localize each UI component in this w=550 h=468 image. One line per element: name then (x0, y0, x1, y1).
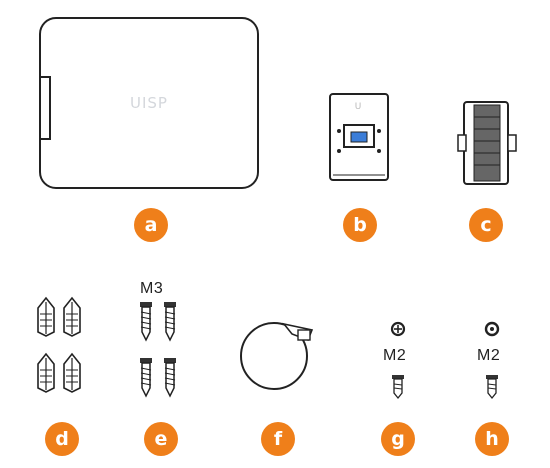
m2-screw-side-icon (392, 375, 404, 400)
badge-d: d (45, 422, 79, 456)
badge-e: e (144, 422, 178, 456)
size-label-m3: M3 (140, 280, 164, 297)
torx-screw-icon (484, 321, 500, 337)
console-device-icon (39, 17, 259, 189)
badge-h: h (475, 422, 509, 456)
badge-c: c (469, 208, 503, 242)
phillips-screw-icon (390, 321, 406, 337)
size-label-m2-g: M2 (383, 347, 407, 364)
screws-icon (139, 301, 177, 397)
badge-a: a (134, 208, 168, 242)
svg-text:U: U (355, 102, 362, 112)
wall-anchors-icon (37, 296, 81, 393)
hose-clamp-icon (240, 322, 314, 390)
m2-screw-side-icon (486, 375, 498, 400)
mounting-bracket-icon: U (329, 93, 389, 181)
badge-b: b (343, 208, 377, 242)
pole-mount-icon (457, 101, 517, 185)
size-label-m2-h: M2 (477, 347, 501, 364)
badge-g: g (381, 422, 415, 456)
badge-f: f (261, 422, 295, 456)
uisp-logo: UISP (130, 94, 168, 112)
